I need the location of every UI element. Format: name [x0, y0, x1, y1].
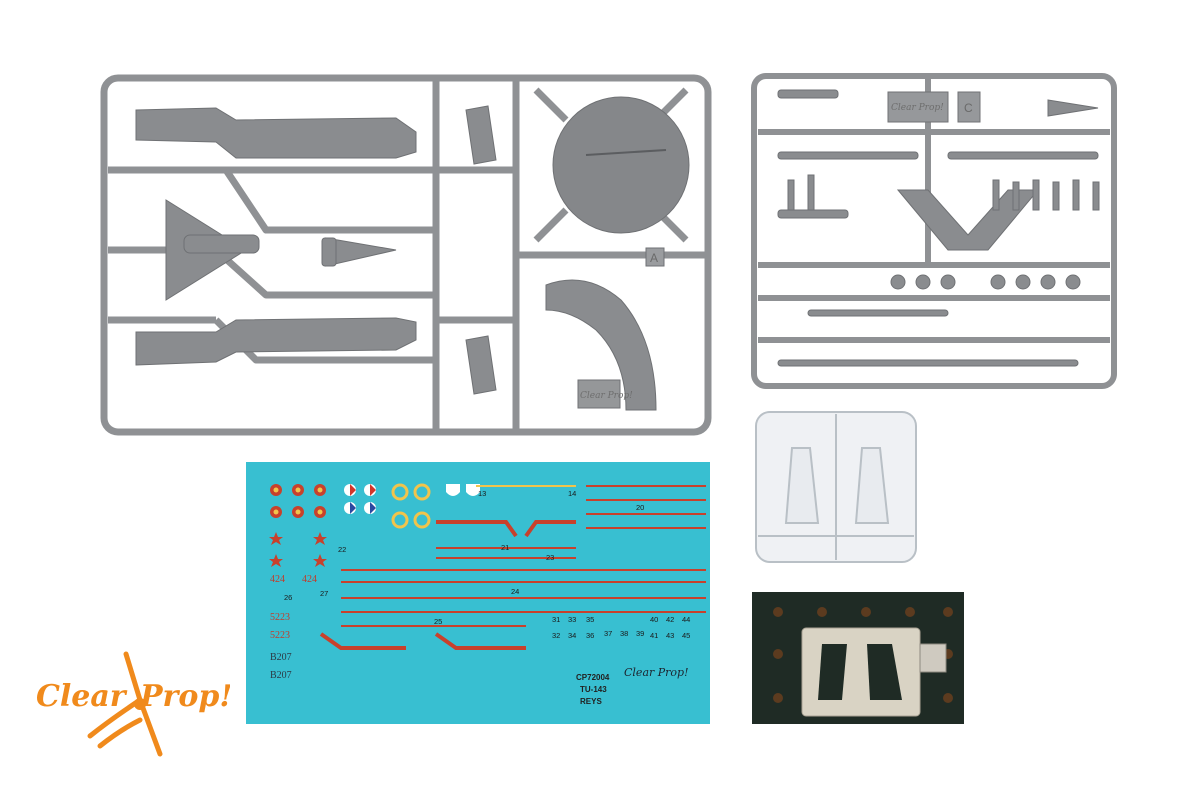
decal-number-14: 14 [568, 489, 576, 498]
decal-tail-code-3: 5223 [270, 612, 290, 623]
decal-number-45: 45 [682, 631, 690, 640]
decal-number-22: 22 [338, 545, 346, 554]
decal-tail-code-6: B207 [270, 670, 292, 681]
decal-sheet: 424 424 5223 5223 B207 B207 13 14 20 21 … [246, 462, 710, 724]
decal-number-36: 36 [586, 631, 594, 640]
decal-number-25: 25 [434, 617, 442, 626]
brand-logo-right: Prop! [139, 679, 230, 714]
decal-tail-code-5: B207 [270, 652, 292, 663]
sprue-c-letter: C [964, 101, 973, 115]
sprue-a: A Clear Prop! [96, 70, 716, 442]
sprue-c: Clear Prop! C [748, 70, 1120, 392]
decal-number-35: 35 [586, 615, 594, 624]
decal-number-27: 27 [320, 589, 328, 598]
decal-number-13: 13 [478, 489, 486, 498]
brand-logo: Clear Prop! [30, 650, 230, 760]
decal-number-37: 37 [604, 629, 612, 638]
photo-etch-sheet [752, 592, 964, 724]
decal-number-32: 32 [552, 631, 560, 640]
decal-number-31: 31 [552, 615, 560, 624]
decal-number-33: 33 [568, 615, 576, 624]
decal-number-44: 44 [682, 615, 690, 624]
decal-tail-code-1: 424 [270, 574, 285, 585]
decal-number-20: 20 [636, 503, 644, 512]
decal-number-43: 43 [666, 631, 674, 640]
decal-number-39: 39 [636, 629, 644, 638]
decal-tail-code-4: 5223 [270, 630, 290, 641]
decal-number-26: 26 [284, 593, 292, 602]
decal-tail-code-2: 424 [302, 574, 317, 585]
clear-parts-sprue [752, 408, 920, 566]
decal-number-21: 21 [501, 543, 509, 552]
brand-logo-left: Clear [36, 679, 128, 714]
decal-product-name: TU-143 [580, 685, 607, 694]
decal-number-38: 38 [620, 629, 628, 638]
decal-number-34: 34 [568, 631, 576, 640]
decal-number-23: 23 [546, 553, 554, 562]
decal-number-24: 24 [511, 587, 519, 596]
decal-product-subtitle: REYS [580, 697, 602, 706]
decal-logo: Clear Prop! [624, 666, 689, 679]
sprue-a-letter: A [650, 251, 658, 265]
sprue-a-brand: Clear Prop! [580, 391, 633, 401]
sprue-c-brand: Clear Prop! [891, 103, 944, 113]
decal-product-code: CP72004 [576, 673, 610, 682]
decal-number-42: 42 [666, 615, 674, 624]
decal-number-41: 41 [650, 631, 658, 640]
decal-number-40: 40 [650, 615, 658, 624]
